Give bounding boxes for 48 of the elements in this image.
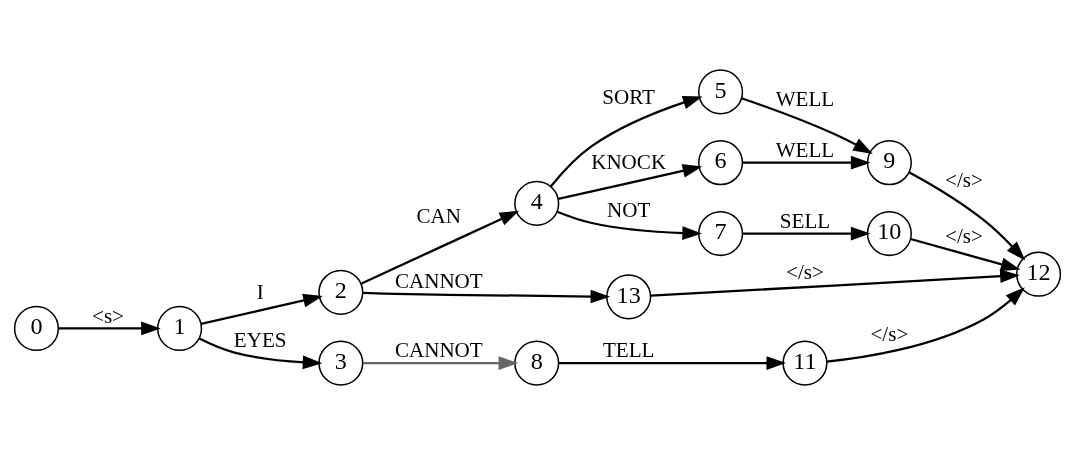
- arrow: [558, 163, 703, 200]
- edge-label: TELL: [602, 337, 655, 362]
- edge-label: EYES: [233, 327, 287, 352]
- edge-label: CANNOT: [394, 268, 483, 293]
- arrow: [910, 237, 1021, 271]
- node-circle: 1: [157, 305, 203, 351]
- edge-label: WELL: [775, 86, 835, 111]
- edge-label: </s>: [870, 321, 909, 346]
- edge-label: NOT: [607, 197, 651, 222]
- arrow: [741, 96, 873, 154]
- node-circle: 5: [698, 68, 744, 114]
- node-circle: 12: [1015, 251, 1062, 297]
- edge-label: </s>: [945, 223, 983, 248]
- arrow: [363, 355, 519, 370]
- edge-label: SORT: [602, 84, 655, 109]
- arrow: [198, 336, 323, 369]
- node-circle: 9: [866, 139, 912, 185]
- arrow: [826, 286, 1025, 363]
- edge-label: WELL: [775, 137, 835, 162]
- arrow: [58, 321, 161, 335]
- node-circle: 10: [866, 210, 912, 256]
- edge-label: </s>: [786, 259, 824, 284]
- node-circle: 4: [514, 180, 560, 226]
- edge-label: CAN: [416, 203, 462, 228]
- arrow: [908, 170, 1026, 260]
- arrow: [558, 355, 787, 370]
- arrow: [200, 293, 323, 325]
- node-circle: 3: [318, 340, 364, 386]
- arrow: [650, 268, 1020, 297]
- node-circle: 0: [13, 305, 60, 351]
- arrow: [361, 210, 520, 284]
- edge-label: CANNOT: [394, 337, 483, 362]
- node-circle: 13: [606, 273, 652, 319]
- arrow: [549, 95, 703, 187]
- arrow: [743, 226, 871, 240]
- arrow: [743, 155, 871, 170]
- node-circle: 11: [782, 340, 828, 386]
- edge-label: SELL: [779, 208, 831, 233]
- edge-label: I: [256, 279, 264, 304]
- node-circle: 7: [698, 210, 744, 256]
- arrow: [556, 210, 702, 240]
- edge-label: </s>: [945, 167, 983, 192]
- edge-label: KNOCK: [591, 149, 667, 174]
- arrow: [363, 289, 611, 303]
- node-circle: 6: [698, 139, 744, 185]
- node-circle: 2: [318, 269, 364, 315]
- node-circle: 8: [514, 340, 560, 386]
- edge-label: <s>: [92, 303, 125, 328]
